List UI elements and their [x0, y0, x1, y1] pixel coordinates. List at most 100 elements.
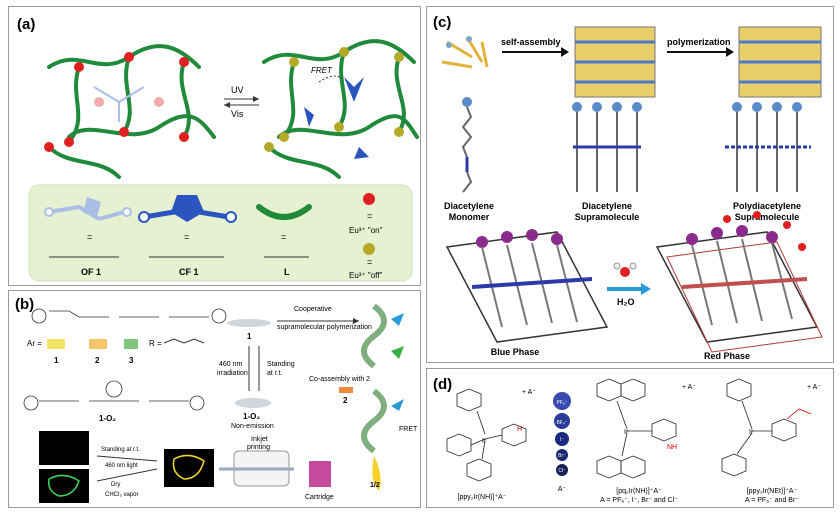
- eq2: =: [184, 232, 189, 242]
- supra-label-2: Supramolecule: [575, 212, 640, 222]
- vis-label: Vis: [231, 109, 244, 119]
- c3-a: A = PF₆⁻ and Br⁻: [745, 497, 799, 504]
- framework-off: [262, 39, 419, 179]
- light2-label: 460 nm light: [105, 463, 138, 469]
- c2-a: A = PF₆⁻, I⁻, Br⁻ and Cl⁻: [600, 497, 678, 504]
- panel-a-graphic: (a) UV Vis: [17, 16, 419, 282]
- self-assembly-label: self-assembly: [501, 37, 561, 47]
- inkjet-label: Inkjet: [251, 436, 268, 443]
- dark-image: [39, 431, 89, 465]
- nm460-label: 460 nm: [219, 361, 243, 368]
- uv-label: UV: [231, 85, 244, 95]
- eq1: =: [87, 232, 92, 242]
- c3-name: [ppy₂Ir(NEt)]⁺A⁻: [747, 488, 798, 495]
- anion-br: [556, 449, 568, 461]
- ir-1: Ir: [482, 438, 487, 445]
- yellow-dog-image: [164, 449, 214, 487]
- eq5: =: [367, 257, 372, 267]
- panel-d-label: (d): [433, 376, 452, 393]
- anion-2: I⁻: [560, 437, 564, 443]
- c1-name: [ppy₂Ir(NH)]⁺A⁻: [458, 494, 507, 501]
- irr-label: irradiation: [217, 370, 248, 377]
- dry-label: Dry: [111, 482, 120, 488]
- nonem-label: Non-emission: [231, 423, 274, 430]
- mol2-icon: [339, 387, 353, 393]
- standing-label: Standing: [267, 361, 295, 368]
- anion-i: [555, 432, 569, 446]
- panel-d: (d) Ir H + A⁻ [ppy₂Ir(NH)]⁺A⁻ PF₆⁻ BF₄⁻ …: [426, 368, 834, 508]
- stack-2: [738, 26, 822, 98]
- panel-c: (c) self-assembly polymerization: [426, 6, 834, 363]
- of1-label: OF 1: [81, 267, 101, 277]
- fret-b-label: FRET: [399, 426, 418, 433]
- monomer-chain: [461, 97, 473, 193]
- stand2-label: Standing at r.t.: [101, 447, 140, 453]
- red-phase-diagram: [655, 211, 823, 353]
- panel-c-label: (c): [433, 14, 451, 31]
- blue-phase-diagram: [445, 229, 609, 343]
- n2: 2: [95, 356, 100, 365]
- mol1o2-icon: [235, 398, 271, 408]
- poly-label-1: Polydiacetylene: [733, 201, 801, 211]
- one-label: 1: [247, 332, 252, 341]
- chcl3-label: CHCl₃ vapor: [105, 492, 138, 498]
- r-label: R =: [149, 339, 162, 348]
- blue-phase-label: Blue Phase: [491, 347, 540, 357]
- panel-b-label: (b): [15, 296, 34, 313]
- coassembly-label: Co-assembly with 2: [309, 376, 370, 383]
- framework-on: [44, 44, 216, 179]
- ar3: [124, 339, 138, 349]
- water-molecule: [613, 262, 637, 277]
- complex-2: [596, 378, 677, 479]
- monomer-label-1: Diacetylene: [444, 201, 494, 211]
- one-o2-struct-label: 1-O₂: [99, 414, 116, 423]
- green-dog-image: [39, 469, 89, 503]
- anion-cl: [556, 464, 568, 476]
- eu-off-label: Eu³⁺ "off": [349, 271, 382, 280]
- charge-3: + A⁻: [807, 384, 821, 391]
- at-rt-label: at r.t.: [267, 370, 283, 377]
- panel-c-graphic: (c) self-assembly polymerization: [433, 14, 823, 361]
- eq3: =: [281, 232, 286, 242]
- anion-column: [553, 392, 571, 476]
- panel-a-label: (a): [17, 16, 35, 33]
- supra-chains: [572, 102, 642, 192]
- one-o2-label: 1-O₂: [243, 412, 260, 421]
- fret-label: FRET: [311, 66, 333, 75]
- ar1: [47, 339, 65, 349]
- panel-b-graphic: (b) Ar = 1 2 3 R = 1 Cooperative supramo…: [15, 296, 418, 503]
- eu-off-dot: [363, 243, 375, 255]
- cartridge-icon: [309, 461, 331, 487]
- monomer-cluster: [441, 36, 489, 69]
- polymerization-label: polymerization: [667, 37, 731, 47]
- cartridge-label: Cartridge: [305, 494, 334, 501]
- supra-label-1: Diacetylene: [582, 201, 632, 211]
- drop-icon: [372, 456, 381, 491]
- coop-label: Cooperative: [294, 306, 332, 313]
- charge-1: + A⁻: [522, 389, 536, 396]
- complex-1: [446, 388, 527, 482]
- ligand-L: [256, 204, 312, 258]
- half-label: 1/2: [370, 482, 380, 489]
- panel-d-graphic: (d) Ir H + A⁻ [ppy₂Ir(NH)]⁺A⁻ PF₆⁻ BF₄⁻ …: [433, 376, 821, 504]
- panel-a: (a) UV Vis: [8, 6, 421, 286]
- panel-b: (b) Ar = 1 2 3 R = 1 Cooperative supramo…: [8, 290, 421, 508]
- of1-structure: [44, 197, 132, 258]
- anion-label: A⁻: [558, 486, 567, 493]
- anion-3: Br⁻: [558, 453, 566, 459]
- eu-on-label: Eu³⁺ "on": [349, 226, 383, 235]
- two-label: 2: [343, 396, 348, 405]
- h-1: H: [517, 426, 522, 433]
- anion-pf6: [553, 392, 571, 410]
- molecule-1o2: [23, 380, 205, 411]
- molecule-1: [31, 308, 227, 324]
- poly-label-2: Supramolecule: [735, 212, 800, 222]
- ir-2: Ir: [624, 429, 629, 436]
- charge-2: + A⁻: [682, 384, 696, 391]
- cf1-label: CF 1: [179, 267, 199, 277]
- cf1-structure: [138, 195, 237, 258]
- supra-label: supramolecular polymerization: [277, 324, 372, 331]
- poly-chains: [725, 102, 811, 192]
- ar-label: Ar =: [27, 339, 42, 348]
- L-label: L: [284, 267, 290, 277]
